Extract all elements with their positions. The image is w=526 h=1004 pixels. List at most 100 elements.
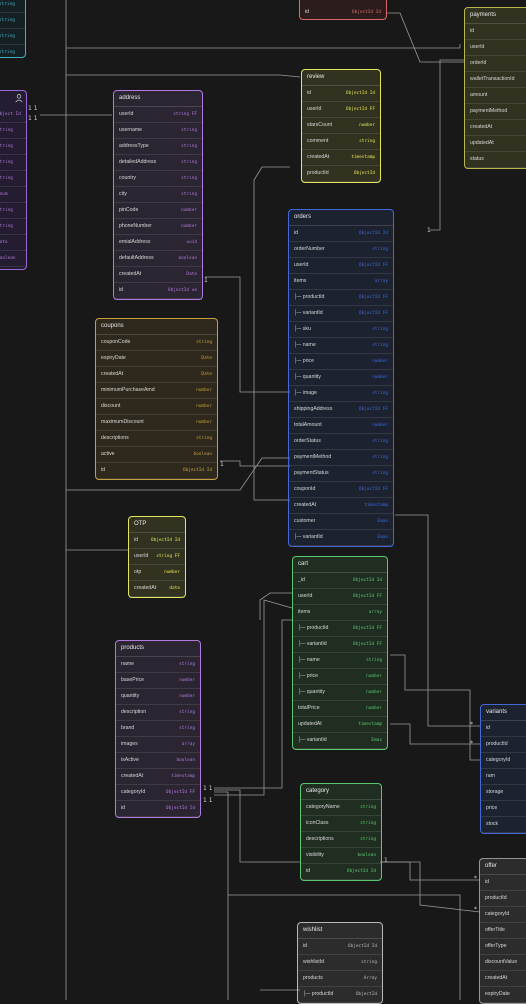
products-table-header[interactable]: products: [116, 641, 200, 657]
review-table-header[interactable]: review: [302, 70, 380, 86]
table-row[interactable]: id: [465, 24, 526, 40]
coupons-table-header[interactable]: coupons: [96, 319, 217, 335]
table-row[interactable]: id: [480, 875, 526, 891]
address-table-header[interactable]: address: [114, 91, 202, 107]
table-row[interactable]: offerTitle: [480, 923, 526, 939]
table-row[interactable]: stock: [481, 817, 526, 833]
table-row[interactable]: productId: [481, 737, 526, 753]
category-table-header[interactable]: category: [301, 784, 381, 800]
cart-table-header[interactable]: cart: [293, 557, 387, 573]
table-row[interactable]: paymentMethod: [465, 104, 526, 120]
table-row[interactable]: categoryId: [480, 907, 526, 923]
table-row[interactable]: storage: [481, 785, 526, 801]
table-row[interactable]: createdAt: [480, 971, 526, 987]
table-row[interactable]: offerType: [480, 939, 526, 955]
payments-table-header[interactable]: payments: [465, 8, 526, 24]
otp-table-header[interactable]: OTP: [129, 517, 185, 533]
offer-table-header[interactable]: offer: [480, 859, 526, 875]
table-row[interactable]: userId: [465, 40, 526, 56]
table-row[interactable]: categoryId: [481, 753, 526, 769]
variants-table-header[interactable]: variants: [481, 705, 526, 721]
orders-table-header[interactable]: orders: [289, 210, 393, 226]
table-row[interactable]: ram: [481, 769, 526, 785]
table-row[interactable]: expiryDate: [480, 987, 526, 1003]
wishlist-table-header[interactable]: wishlist: [298, 923, 382, 939]
table-row[interactable]: createdAt: [465, 120, 526, 136]
